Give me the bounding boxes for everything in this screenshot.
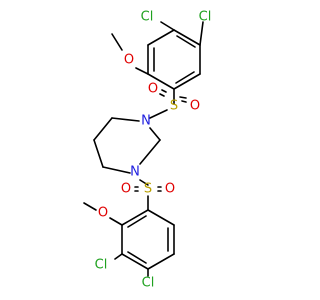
bond xyxy=(111,117,140,122)
bond xyxy=(175,71,195,84)
bond xyxy=(127,215,147,228)
bond xyxy=(109,217,123,226)
atom-label-cl: Cl xyxy=(95,258,108,273)
bond xyxy=(176,35,196,48)
bond xyxy=(135,67,149,75)
atom-label-o: O xyxy=(124,53,134,68)
bond xyxy=(179,96,187,99)
bond xyxy=(147,73,175,90)
bond xyxy=(147,253,175,270)
atom-labels: Cl Cl O O S O N N O S O O Cl Cl xyxy=(95,10,212,291)
bond xyxy=(173,73,201,90)
bond xyxy=(147,209,175,226)
bond xyxy=(199,21,204,46)
atom-label-o: O xyxy=(148,82,158,97)
bond xyxy=(159,93,165,97)
bond xyxy=(127,251,147,264)
bond xyxy=(114,253,123,260)
atom-label-s: S xyxy=(170,99,178,114)
bond xyxy=(173,29,201,46)
atom-label-n: N xyxy=(141,114,151,129)
bond xyxy=(149,127,161,141)
bond xyxy=(139,139,161,165)
bond xyxy=(93,117,113,141)
bond xyxy=(121,253,149,270)
bond xyxy=(181,100,187,103)
atom-label-o: O xyxy=(165,182,175,197)
atom-label-cl: Cl xyxy=(141,10,154,25)
atom-label-cl: Cl xyxy=(142,276,155,291)
atom-label-cl: Cl xyxy=(199,10,212,25)
molecule-structure: Cl Cl O O S O N N O S O O Cl Cl xyxy=(83,10,212,291)
bond xyxy=(93,139,104,168)
bond xyxy=(160,21,175,31)
bond xyxy=(147,29,175,46)
atom-label-o: O xyxy=(121,182,131,197)
atom-label-n: N xyxy=(130,165,140,180)
structure-canvas: Cl Cl O O S O N N O S O O Cl Cl xyxy=(83,10,212,291)
bonds xyxy=(83,21,204,277)
bond xyxy=(149,109,168,119)
atom-label-o: O xyxy=(190,99,200,114)
bond xyxy=(111,33,123,51)
bond xyxy=(121,209,149,226)
bond xyxy=(83,202,97,211)
bond xyxy=(139,179,149,186)
bond xyxy=(161,89,167,93)
bond xyxy=(102,166,131,174)
atom-label-s: S xyxy=(144,182,152,197)
atom-label-o: O xyxy=(98,206,108,221)
